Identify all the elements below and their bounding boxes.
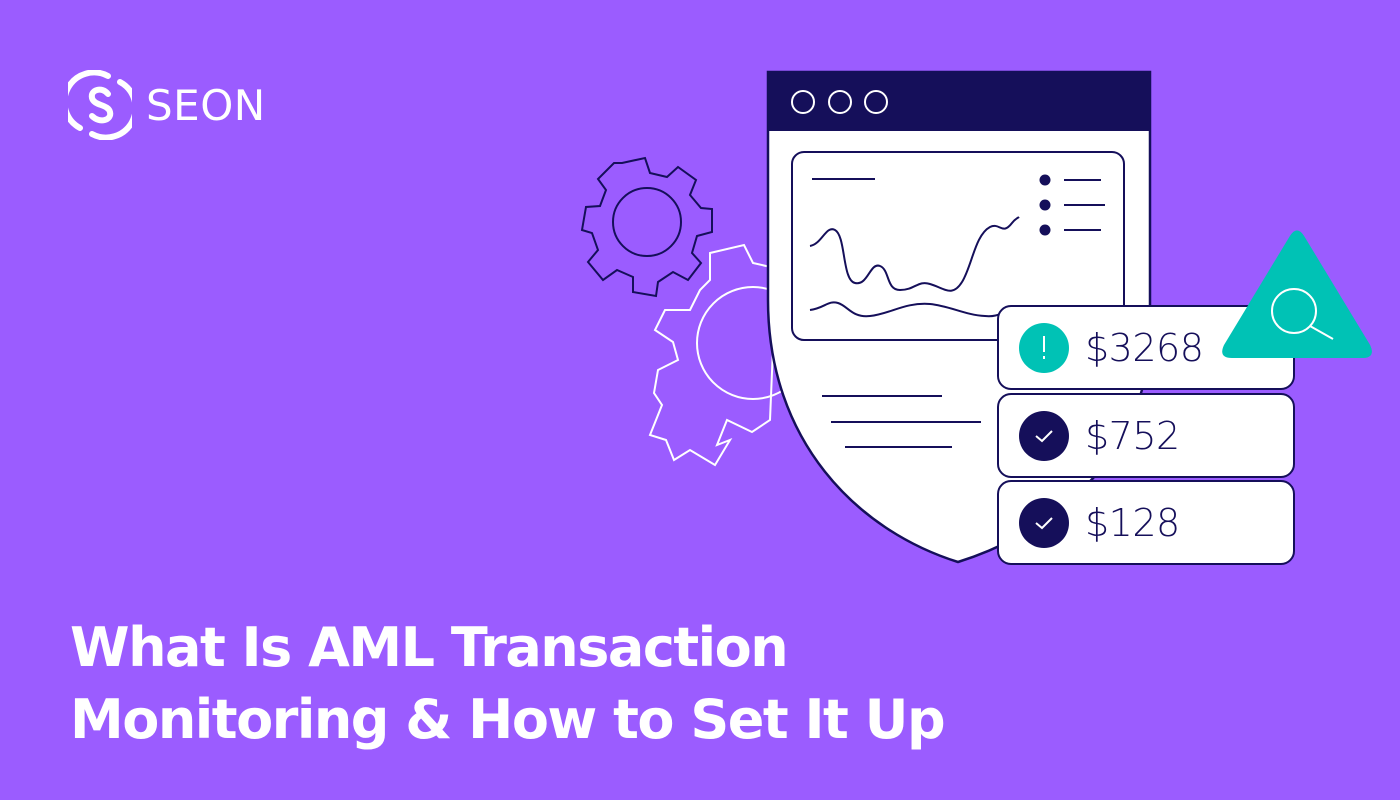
transaction-amount: $3268 <box>1085 325 1204 370</box>
gear-icon <box>580 156 713 298</box>
transaction-amount: $128 <box>1085 500 1180 545</box>
title-line-1: What Is AML Transaction <box>70 616 789 679</box>
transaction-card-flagged[interactable]: $3268 <box>997 305 1295 390</box>
chart-line <box>809 216 1020 292</box>
seon-swirl-icon <box>68 70 132 140</box>
transaction-card[interactable]: $128 <box>997 480 1295 565</box>
page-title: What Is AML Transaction Monitoring & How… <box>70 612 946 756</box>
check-icon <box>1019 497 1069 548</box>
exclamation-icon <box>1019 322 1069 373</box>
transaction-amount: $752 <box>1085 413 1180 458</box>
brand-name: SEON <box>146 80 266 130</box>
chart-panel <box>791 151 1125 341</box>
window-dot <box>864 90 888 114</box>
window-dot <box>828 90 852 114</box>
transaction-card[interactable]: $752 <box>997 393 1295 478</box>
check-icon <box>1019 410 1069 461</box>
seon-logo: SEON <box>68 70 266 140</box>
window-dot <box>791 90 815 114</box>
chart-line <box>809 301 1006 318</box>
title-line-2: Monitoring & How to Set It Up <box>70 688 946 751</box>
